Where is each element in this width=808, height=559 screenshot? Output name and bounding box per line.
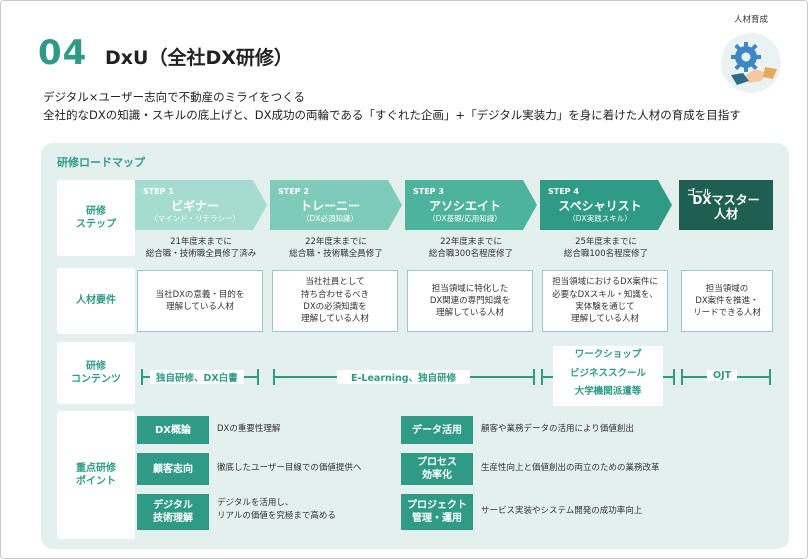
focus-box-2: 顧客志向 (137, 453, 209, 485)
focus-box-1: DX概論 (137, 416, 209, 444)
roadmap-title: 研修ロードマップ (57, 156, 145, 169)
content-3-item-2: ビジネススクール (569, 367, 646, 379)
step-2-arrow (270, 180, 402, 230)
content-label-2: E-Learning、独自研修 (337, 370, 471, 384)
step-4: STEP 4 スペシャリスト （DX実践スキル） (540, 180, 672, 230)
requirement-4: 担当領域におけるDX案件に 必要なDXスキル・知識を、 実体験を通じて 理解して… (542, 270, 668, 332)
row-label-steps: 研修 ステップ (57, 180, 135, 256)
focus-desc-1: DXの重要性理解 (217, 424, 281, 434)
content-tick-3b (673, 369, 675, 385)
focus-box-6: プロジェクト 管理・運用 (401, 494, 473, 530)
step-3-arrow (405, 180, 537, 230)
intro-line-2: 全社的なDXの知識・スキルの底上げと、DX成功の両輪である「すぐれた企画」+「デ… (43, 108, 741, 122)
step-3-label: STEP 3 (413, 187, 444, 196)
step-4-arrow (540, 180, 672, 230)
step-2: STEP 2 トレーニー （DX必須知識） (270, 180, 402, 230)
step-2-name: トレーニー (299, 199, 360, 213)
focus-desc-4: 顧客や業務データの活用により価値創出 (481, 424, 634, 434)
step-1-note: 21年度末までに 総合職・技術職全員修了済み (145, 237, 257, 259)
row-label-focus: 重点研修 ポイント (57, 411, 135, 539)
content-tick-1a (141, 369, 143, 385)
requirement-2: 当社社員として 持ち合わせるべき DXの必須知識を 理解している人材 (272, 270, 398, 332)
step-1-label: STEP 1 (143, 187, 174, 196)
content-tick-1b (257, 369, 259, 385)
step-goal-label: ゴール (687, 188, 711, 197)
step-1-sub: （マインド・リテラシー） (150, 214, 240, 223)
content-3-item-3: 大学機関派遣等 (574, 386, 642, 398)
step-4-name: スペシャリスト (558, 199, 642, 213)
step-goal: ゴール DXマスター 人材 (679, 180, 773, 230)
step-1-arrow (135, 180, 267, 230)
row-label-requirements: 人材要件 (57, 268, 135, 334)
step-4-sub: （DX実践スキル） (568, 214, 632, 223)
focus-box-4: データ活用 (401, 416, 473, 444)
category-badge: 人材育成 (719, 13, 783, 95)
requirement-goal: 担当領域の DX案件を推進・ リードできる人材 (681, 270, 773, 332)
step-2-note: 22年度末までに 総合職・技術職全員修了 (289, 237, 383, 259)
badge-label: 人材育成 (733, 15, 768, 25)
row-label-contents: 研修 コンテンツ (57, 342, 135, 404)
content-box-3: ワークショップ ビジネススクール 大学機関派遣等 (553, 346, 663, 406)
step-2-label: STEP 2 (278, 187, 309, 196)
requirement-1: 当社DXの意義・目的を 理解している人材 (137, 270, 263, 332)
step-3-name: アソシエイト (428, 199, 501, 213)
content-tick-2a (273, 369, 275, 385)
focus-desc-3: デジタルを活用し、 リアルの価値を究極まで高める (217, 498, 336, 521)
step-1: STEP 1 ビギナー （マインド・リテラシー） (135, 180, 267, 230)
content-3-item-1: ワークショップ (574, 349, 642, 360)
requirement-3: 担当領域に特化した DX関連の専門知識を 理解している人材 (407, 270, 533, 332)
handshake-icon (731, 67, 777, 85)
badge-illustration (721, 33, 781, 93)
focus-box-5: プロセス 効率化 (401, 453, 473, 485)
step-4-note: 25年度末までに 総合職100名程度修了 (563, 237, 649, 259)
content-tick-3a (541, 369, 543, 385)
section-number: 04 (38, 33, 88, 73)
step-1-name: ビギナー (170, 199, 219, 213)
step-3-sub: （DX基礎/応用知識） (428, 214, 502, 223)
content-tick-4b (769, 369, 771, 385)
focus-box-3: デジタル 技術理解 (137, 494, 209, 530)
section-title: DxU（全社DX研修） (105, 47, 293, 69)
focus-desc-2: 徹底したユーザー目線での価値提供へ (217, 463, 362, 473)
intro-line-1: デジタル×ユーザー志向で不動産のミライをつくる (43, 90, 305, 104)
content-label-1: 独自研修、DX白書 (150, 370, 244, 384)
step-2-sub: （DX必須知識） (302, 214, 358, 223)
step-goal-name: DXマスター 人材 (692, 193, 760, 221)
content-tick-2b (533, 369, 535, 385)
focus-desc-5: 生産性向上と価値創出の両立のための業務改革 (481, 463, 660, 473)
gear-icon (731, 42, 761, 72)
content-label-4: OJT (707, 370, 738, 381)
step-3: STEP 3 アソシエイト （DX基礎/応用知識） (405, 180, 537, 230)
focus-desc-6: サービス実装やシステム開発の成功率向上 (481, 506, 643, 516)
content-tick-4a (681, 369, 683, 385)
roadmap-panel: 研修ロードマップ 研修 ステップ 人材要件 研修 コンテンツ 重点研修 ポイント… (41, 143, 789, 549)
step-3-note: 22年度末までに 総合職300名程度修了 (428, 237, 514, 259)
step-4-label: STEP 4 (548, 187, 579, 196)
